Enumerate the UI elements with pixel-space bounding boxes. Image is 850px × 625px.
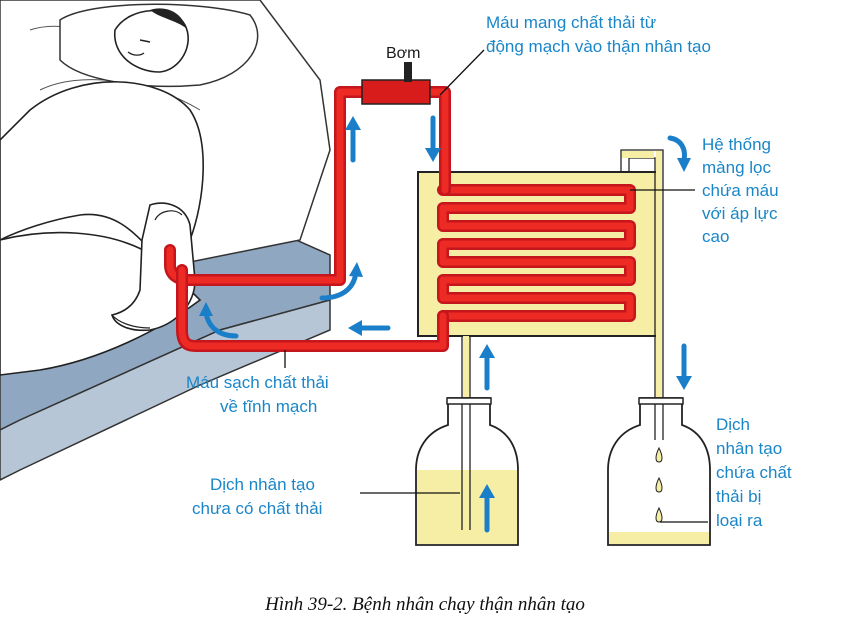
arrow-out-top-right	[667, 135, 691, 172]
venous-label-line1: Máu sạch chất thải	[186, 373, 329, 392]
figure-caption: Hình 39-2. Bệnh nhân chạy thận nhân tạo	[264, 594, 585, 615]
arrow-up-left-tube	[345, 116, 361, 163]
waste-dialysate-label-line5: loại ra	[716, 511, 763, 530]
arterial-label-line1: Máu mang chất thải từ	[486, 13, 656, 32]
arrow-left-venous	[348, 320, 391, 336]
venous-line	[176, 264, 449, 352]
waste-dialysate-label-line1: Dịch	[716, 415, 750, 434]
flow-arrows	[199, 115, 692, 533]
membrane-label-line1: Hệ thống	[702, 135, 771, 154]
arrow-up-into-dialyzer	[479, 344, 495, 391]
fresh-dialysate-bottle	[415, 397, 519, 546]
arrow-curve-left	[199, 302, 239, 339]
arrow-up-in-bottle	[479, 484, 495, 533]
arterial-label-line2: động mạch vào thận nhân tạo	[486, 37, 711, 56]
arrow-down-waste	[676, 343, 692, 390]
waste-dialysate-bottle	[607, 397, 711, 546]
pump-label: Bơm	[386, 45, 421, 62]
arrow-curve-lower-mid	[319, 262, 363, 301]
leader-lines	[284, 49, 708, 523]
arrow-down-to-dialyzer	[425, 115, 441, 162]
patient-figure	[0, 3, 259, 376]
waste-dialysate-label-line2: nhân tạo	[716, 439, 782, 458]
labels: Bơm Máu mang chất thải từ động mạch vào …	[186, 13, 792, 530]
venous-label-line2: về tĩnh mạch	[220, 397, 317, 416]
dialyzer-membrane	[417, 171, 659, 337]
fresh-dialysate-label-line2: chưa có chất thải	[192, 499, 322, 518]
waste-dialysate-label-line3: chứa chất	[716, 463, 792, 482]
fresh-dialysate-label-line1: Dịch nhân tạo	[210, 475, 315, 494]
membrane-label-line5: cao	[702, 227, 729, 246]
pump	[361, 62, 431, 105]
membrane-label-line4: với áp lực	[702, 204, 778, 223]
membrane-coils	[437, 184, 636, 322]
membrane-label-line2: màng lọc	[702, 158, 771, 177]
membrane-label-line3: chứa máu	[702, 181, 779, 200]
waste-dialysate-label-line4: thải bị	[716, 487, 761, 506]
